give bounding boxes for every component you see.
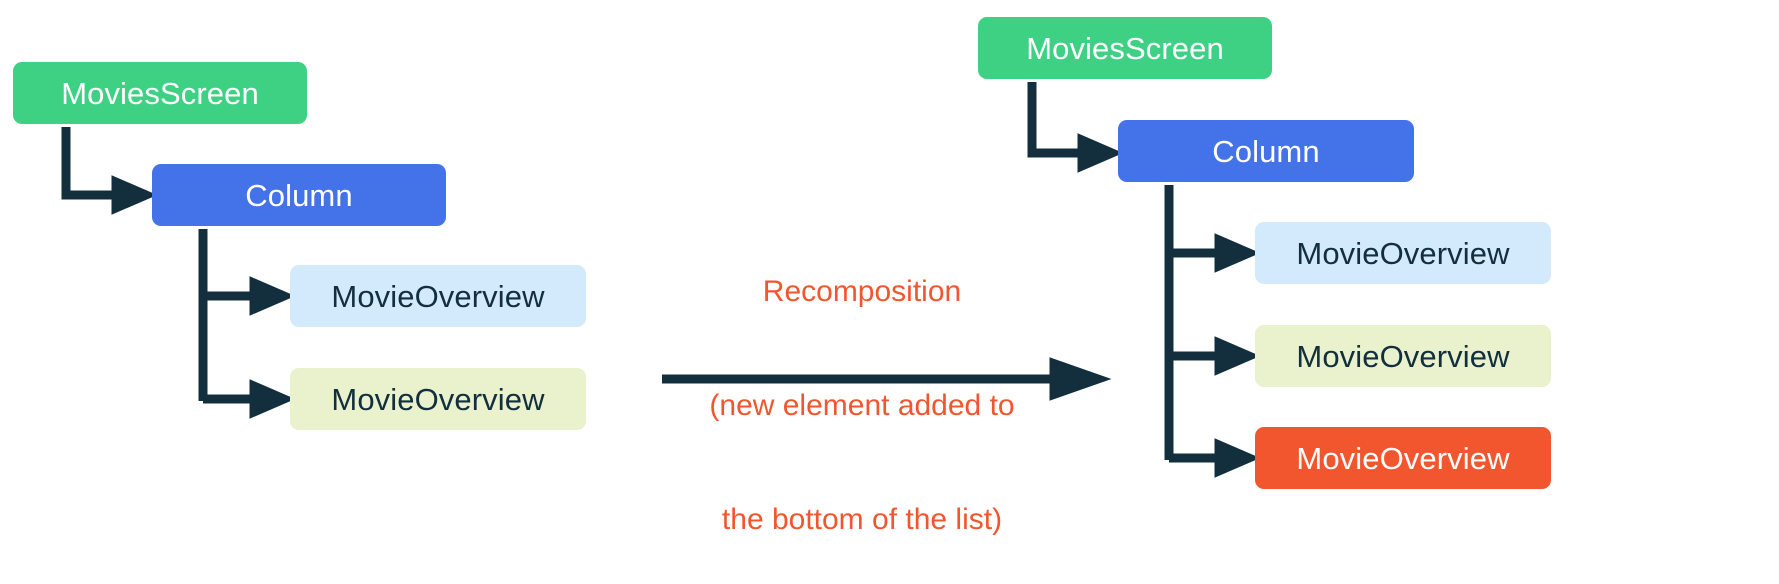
node-label: MovieOverview: [331, 381, 545, 417]
arrowhead-overview-2-right: [1214, 336, 1261, 376]
node-column-right[interactable]: Column: [1118, 120, 1414, 182]
node-label: MovieOverview: [1296, 440, 1510, 476]
arrowhead-column: [111, 175, 158, 215]
node-label: MovieOverview: [331, 278, 545, 314]
node-movie-overview-2-left[interactable]: MovieOverview: [290, 368, 586, 430]
recomposition-caption: Recomposition (new element added to the …: [656, 197, 1068, 584]
node-label: MoviesScreen: [1026, 30, 1224, 66]
node-label: MovieOverview: [1296, 338, 1510, 374]
recomposition-caption-line-2: (new element added to: [709, 389, 1015, 422]
arrowhead-overview-2: [249, 379, 296, 419]
edge-movies-screen-to-column: [61, 127, 118, 200]
node-movie-overview-3-new-right[interactable]: MovieOverview: [1255, 427, 1551, 489]
arrowhead-overview-1-right: [1214, 233, 1261, 273]
node-label: Column: [245, 177, 353, 213]
node-movie-overview-2-right[interactable]: MovieOverview: [1255, 325, 1551, 387]
recomposition-caption-line-3: the bottom of the list): [721, 503, 1003, 536]
node-movies-screen-left[interactable]: MoviesScreen: [13, 62, 307, 124]
arrowhead-overview-3-right: [1214, 438, 1261, 478]
recomposition-caption-line-1: Recomposition: [762, 275, 962, 308]
node-column-left[interactable]: Column: [152, 164, 446, 226]
node-movie-overview-1-right[interactable]: MovieOverview: [1255, 222, 1551, 284]
arrowhead-column-right: [1077, 133, 1124, 173]
node-label: MoviesScreen: [61, 75, 259, 111]
node-label: Column: [1212, 133, 1320, 169]
node-label: MovieOverview: [1296, 235, 1510, 271]
arrowhead-overview-1: [249, 276, 296, 316]
node-movie-overview-1-left[interactable]: MovieOverview: [290, 265, 586, 327]
edge-movies-screen-to-column-right: [1027, 82, 1084, 158]
node-movies-screen-right[interactable]: MoviesScreen: [978, 17, 1272, 79]
